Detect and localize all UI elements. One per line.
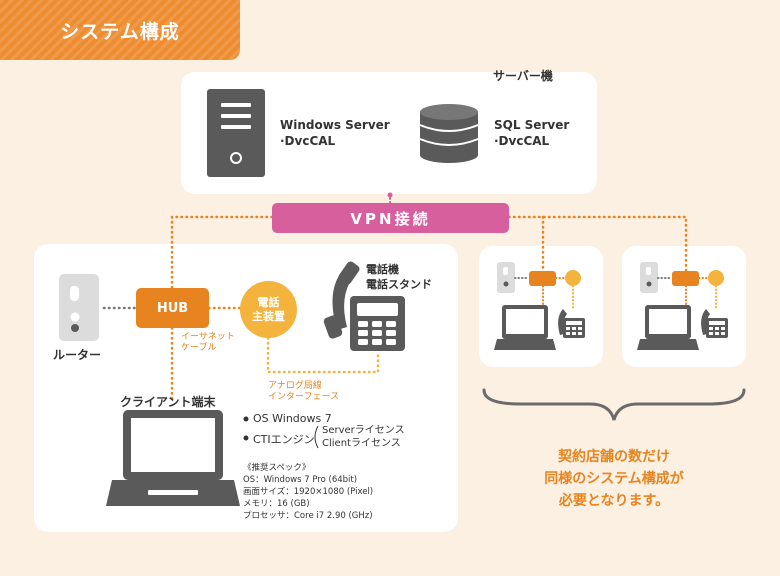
analog-interface-label: アナログ局線 インターフェース (268, 381, 339, 403)
mini-store-1-diagram (494, 262, 585, 350)
phone-line-2: 電話スタンド (366, 278, 432, 291)
curly-brace (482, 388, 746, 421)
database-icon (419, 104, 479, 163)
mini-store-2-diagram (637, 262, 728, 350)
title-badge: システム構成 (0, 0, 240, 60)
connection-lines (102, 192, 688, 402)
bullet-cti (243, 435, 249, 441)
spec-processor: プロセッサ：Core i7 2.90 (GHz) (243, 511, 373, 521)
spec-screen: 画面サイズ：1920×1080 (Pixel) (243, 487, 374, 497)
ethernet-line-1: イーサネット (181, 332, 235, 342)
client-terminal-label: クライアント端末 (120, 395, 216, 409)
caption-line-3: 必要となります。 (558, 493, 670, 509)
client-licenses: Serverライセンス Clientライセンス (322, 424, 405, 450)
windows-server-cal: ·DvcCAL (280, 134, 336, 148)
router-label: ルーター (53, 348, 102, 362)
phone-line-1: 電話機 (366, 263, 399, 276)
spec-heading: 《推奨スペック》 (243, 463, 311, 473)
server-license: Serverライセンス (322, 425, 405, 436)
telephone-icon (323, 261, 405, 351)
license-bracket (314, 425, 319, 449)
client-os: OS Windows 7 (253, 412, 332, 425)
spec-memory: メモリ：16 (GB) (243, 499, 310, 509)
laptop-icon (106, 410, 240, 506)
pbx-line-2: 主装置 (252, 309, 285, 323)
analog-line-1: アナログ局線 (268, 381, 322, 391)
windows-server-label: Windows Server ·DvcCAL (280, 117, 390, 149)
caption: 契約店舗の数だけ 同様のシステム構成が 必要となります。 (500, 446, 728, 512)
vpn-connection-bar: VPN接続 (272, 203, 509, 233)
spec-os: OS：Windows 7 Pro (64bit) (243, 475, 358, 485)
windows-server-name: Windows Server (280, 118, 390, 132)
phone-label: 電話機 電話スタンド (366, 262, 432, 292)
client-license: Clientライセンス (322, 438, 401, 449)
sql-server-label: SQL Server ·DvcCAL (494, 117, 569, 149)
server-tower-icon (207, 89, 265, 177)
hub-box: HUB (136, 288, 209, 328)
recommended-spec: 《推奨スペック》 OS：Windows 7 Pro (64bit) 画面サイズ：… (243, 462, 373, 522)
client-cti: CTIエンジン (253, 433, 315, 446)
bullet-os (243, 416, 249, 422)
router-icon (59, 274, 99, 341)
server-label: サーバー機 (493, 69, 553, 83)
analog-line-2: インターフェース (268, 392, 340, 402)
ethernet-cable-label: イーサネット ケーブル (181, 332, 235, 354)
caption-line-1: 契約店舗の数だけ (558, 449, 670, 465)
sql-server-cal: ·DvcCAL (494, 134, 550, 148)
caption-line-2: 同様のシステム構成が (544, 471, 684, 487)
pbx-circle: 電話主装置 (240, 281, 297, 338)
sql-server-name: SQL Server (494, 118, 570, 132)
pbx-line-1: 電話 (257, 295, 280, 309)
ethernet-line-2: ケーブル (181, 343, 217, 353)
page-title: システム構成 (60, 20, 180, 43)
